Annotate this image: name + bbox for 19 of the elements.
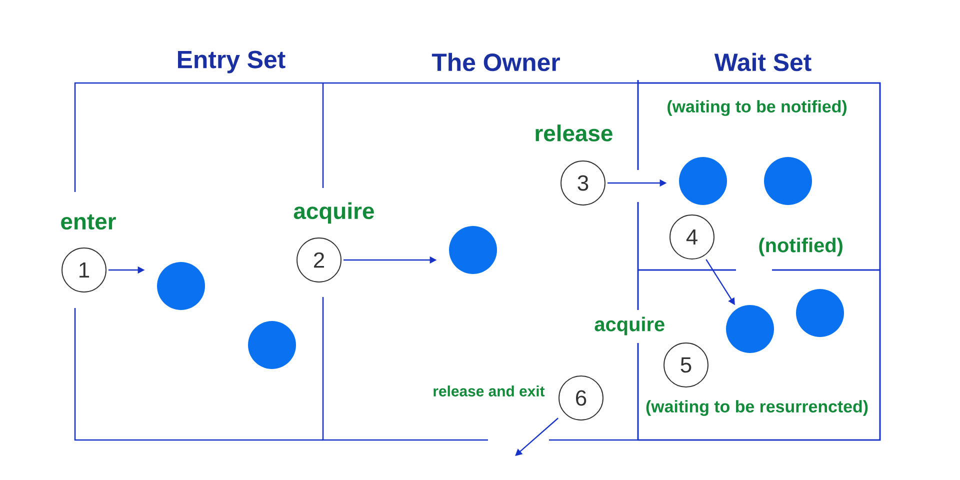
arrow: [515, 418, 558, 456]
step-label: (notified): [759, 238, 842, 256]
thread-dot: [796, 289, 844, 337]
step-label: enter: [61, 214, 116, 230]
thread-dot: [248, 321, 296, 369]
section-heading: Wait Set: [714, 52, 812, 72]
thread-dot: [726, 305, 774, 353]
step-label: release and exit: [434, 386, 545, 396]
step-label: acquire: [294, 202, 374, 224]
region-label: (waiting to be notified): [668, 100, 846, 116]
step-label: acquire: [594, 316, 664, 336]
section-heading: The Owner: [432, 52, 560, 72]
thread-dot: [449, 226, 497, 274]
step-label: release: [536, 124, 612, 142]
thread-dot: [679, 157, 727, 205]
region-label: (waiting to be resurrencted): [646, 400, 868, 416]
thread-dot: [157, 262, 205, 310]
thread-dot: [764, 157, 812, 205]
section-heading: Entry Set: [178, 50, 286, 74]
